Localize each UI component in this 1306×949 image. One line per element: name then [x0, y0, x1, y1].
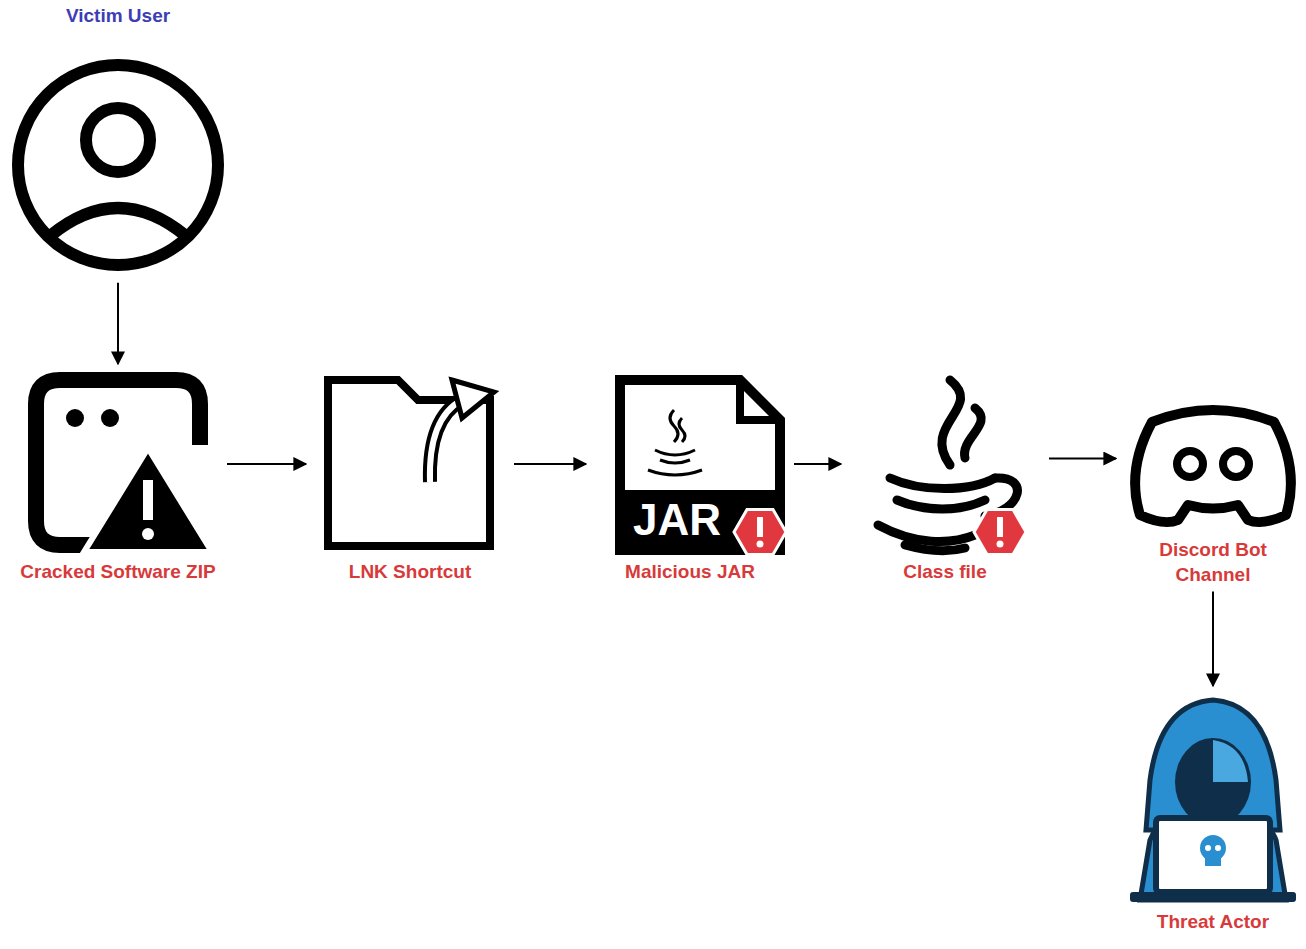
- file-type-label: JAR: [622, 493, 732, 547]
- discord-icon: [1135, 410, 1291, 522]
- icon-node: Victim User: [8, 4, 228, 279]
- java-class-icon: [878, 380, 1026, 555]
- node-label: Cracked Software ZIP: [13, 560, 223, 585]
- cracked-software-icon: [36, 380, 212, 552]
- flow-arrow: [1049, 458, 1116, 460]
- node-label: Discord Bot Channel: [1120, 538, 1306, 587]
- node-label: Victim User: [8, 4, 228, 29]
- threat-actor-icon: [1130, 700, 1296, 902]
- flow-arrow: [1212, 591, 1214, 686]
- icon-node: Malicious JAR: [590, 368, 790, 585]
- icon-node: Discord Bot Channel: [1120, 368, 1306, 587]
- icon-node: Cracked Software ZIP: [13, 368, 223, 585]
- node-label: Malicious JAR: [590, 560, 790, 585]
- shortcut-icon: [328, 380, 494, 546]
- flow-arrow: [227, 463, 306, 465]
- flow-arrow: [117, 283, 119, 364]
- user-icon: [18, 65, 218, 265]
- flow-arrow: [514, 463, 586, 465]
- node-label: LNK Shortcut: [310, 560, 510, 585]
- jar-file-icon: [620, 380, 786, 555]
- icon-node: LNK Shortcut: [310, 368, 510, 585]
- flow-arrow: [794, 463, 841, 465]
- icon-node: Class file: [845, 368, 1045, 585]
- node-label: Threat Actor: [1120, 910, 1306, 935]
- icon-node: Threat Actor: [1120, 690, 1306, 935]
- node-label: Class file: [845, 560, 1045, 585]
